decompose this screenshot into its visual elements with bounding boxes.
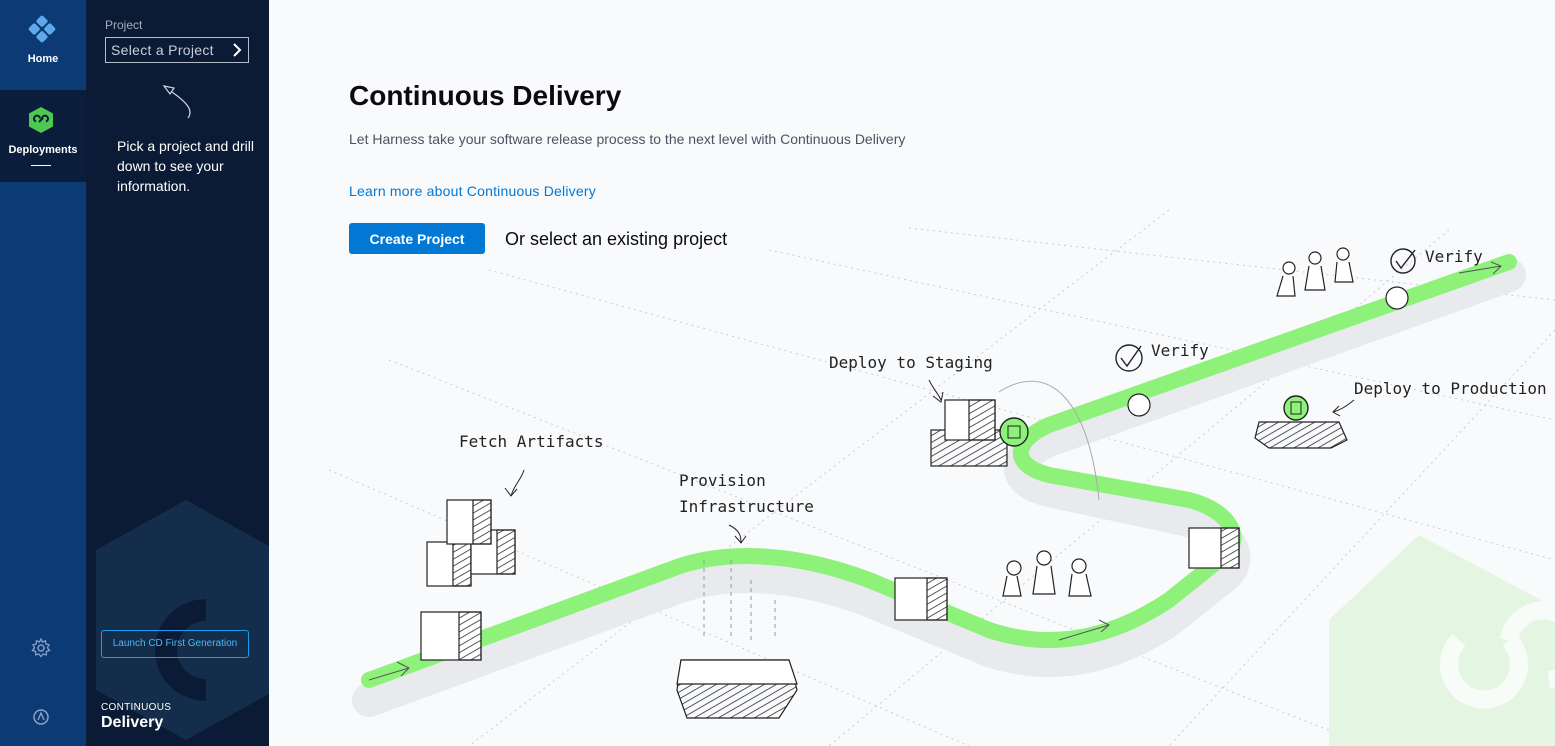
project-hint: Pick a project and drill down to see you… [117, 138, 254, 194]
label-fetch-artifacts: Fetch Artifacts [459, 432, 604, 451]
nav-deployments-label: Deployments [8, 144, 78, 156]
nav-deployments[interactable]: Deployments [0, 90, 86, 182]
launch-cd-first-gen-button[interactable]: Launch CD First Generation [101, 630, 249, 658]
page-title: Continuous Delivery [349, 80, 622, 111]
label-provision: Provision [679, 471, 766, 490]
module-name-small: CONTINUOUS [101, 702, 172, 713]
nav-home-label: Home [27, 53, 59, 65]
create-project-button[interactable]: Create Project [349, 223, 485, 254]
panel-background-logo [96, 500, 269, 740]
label-deploy-to-staging: Deploy to Staging [829, 353, 993, 372]
gear-icon[interactable] [31, 638, 51, 658]
learn-more-link[interactable]: Learn more about Continuous Delivery [349, 183, 596, 199]
label-verify-production: Verify [1425, 247, 1483, 266]
project-label: Project [105, 18, 143, 32]
select-existing-text: Or select an existing project [505, 229, 728, 249]
user-icon[interactable] [32, 708, 50, 726]
label-verify-staging: Verify [1151, 341, 1209, 360]
page-description: Let Harness take your software release p… [349, 131, 906, 147]
delivery-pipeline-illustration: Fetch Artifacts Provision Infrastructure… [328, 209, 1555, 746]
nav-home[interactable]: Home [0, 0, 86, 90]
module-name-big: Delivery [101, 714, 164, 731]
label-deploy-to-production: Deploy to Production [1354, 379, 1547, 398]
main-content: Fetch Artifacts Provision Infrastructure… [269, 0, 1555, 746]
chevron-right-icon [233, 43, 242, 57]
active-indicator [31, 165, 51, 166]
harness-home-icon [28, 15, 56, 43]
project-panel: Project Select a Project Pick a project … [86, 0, 269, 746]
project-select-placeholder: Select a Project [111, 42, 214, 58]
project-select[interactable]: Select a Project [105, 37, 249, 63]
left-nav: Home Deployments [0, 0, 86, 746]
hint-arrow-icon [162, 85, 191, 119]
deployments-icon [29, 107, 53, 133]
label-infrastructure: Infrastructure [679, 497, 814, 516]
